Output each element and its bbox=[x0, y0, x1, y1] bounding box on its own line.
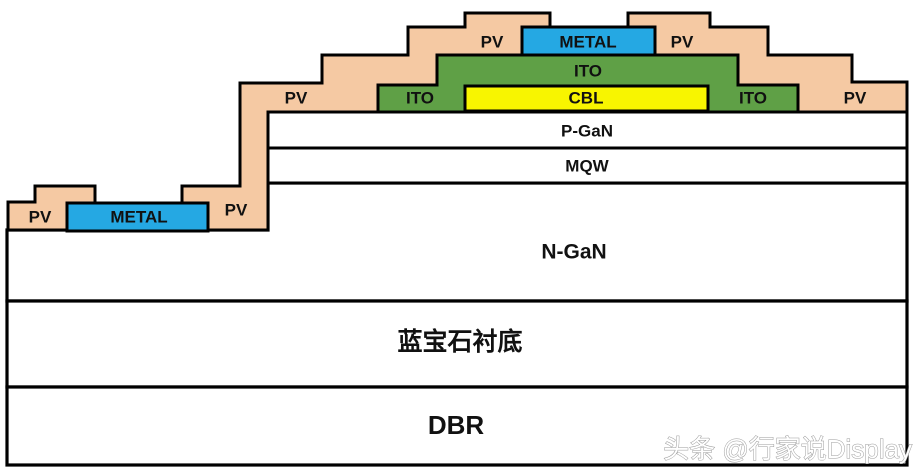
mqw-label: MQW bbox=[565, 157, 609, 176]
p-gan-label: P-GaN bbox=[561, 122, 613, 141]
p-metal-label: METAL bbox=[559, 33, 616, 52]
p-metal-electrode bbox=[520, 25, 657, 57]
dbr-label: DBR bbox=[428, 410, 485, 440]
cbl-label: CBL bbox=[569, 89, 604, 108]
n-gan-layer bbox=[5, 181, 909, 303]
n-metal-electrode bbox=[65, 201, 210, 233]
pv-upper-right-label: PV bbox=[671, 33, 694, 52]
pv-ncontact-right-label: PV bbox=[225, 201, 248, 220]
cbl-layer bbox=[463, 84, 710, 113]
n-metal-label: METAL bbox=[110, 208, 167, 227]
sapphire-substrate-layer bbox=[5, 299, 909, 389]
pv-ncontact-left-label: PV bbox=[29, 208, 52, 227]
ito-top-label: ITO bbox=[574, 62, 602, 81]
dbr-layer bbox=[5, 385, 909, 467]
watermark: 头条 @行家说Display bbox=[663, 434, 912, 464]
pv-mid-left-label: PV bbox=[285, 89, 308, 108]
pv-upper-left-label: PV bbox=[481, 33, 504, 52]
p-gan-layer bbox=[266, 110, 909, 150]
sapphire-substrate-label: 蓝宝石衬底 bbox=[397, 327, 522, 356]
pv-mid-right-label: PV bbox=[844, 89, 867, 108]
n-gan-label: N-GaN bbox=[541, 241, 606, 264]
ito-left-label: ITO bbox=[406, 89, 434, 108]
ito-right-label: ITO bbox=[739, 89, 767, 108]
